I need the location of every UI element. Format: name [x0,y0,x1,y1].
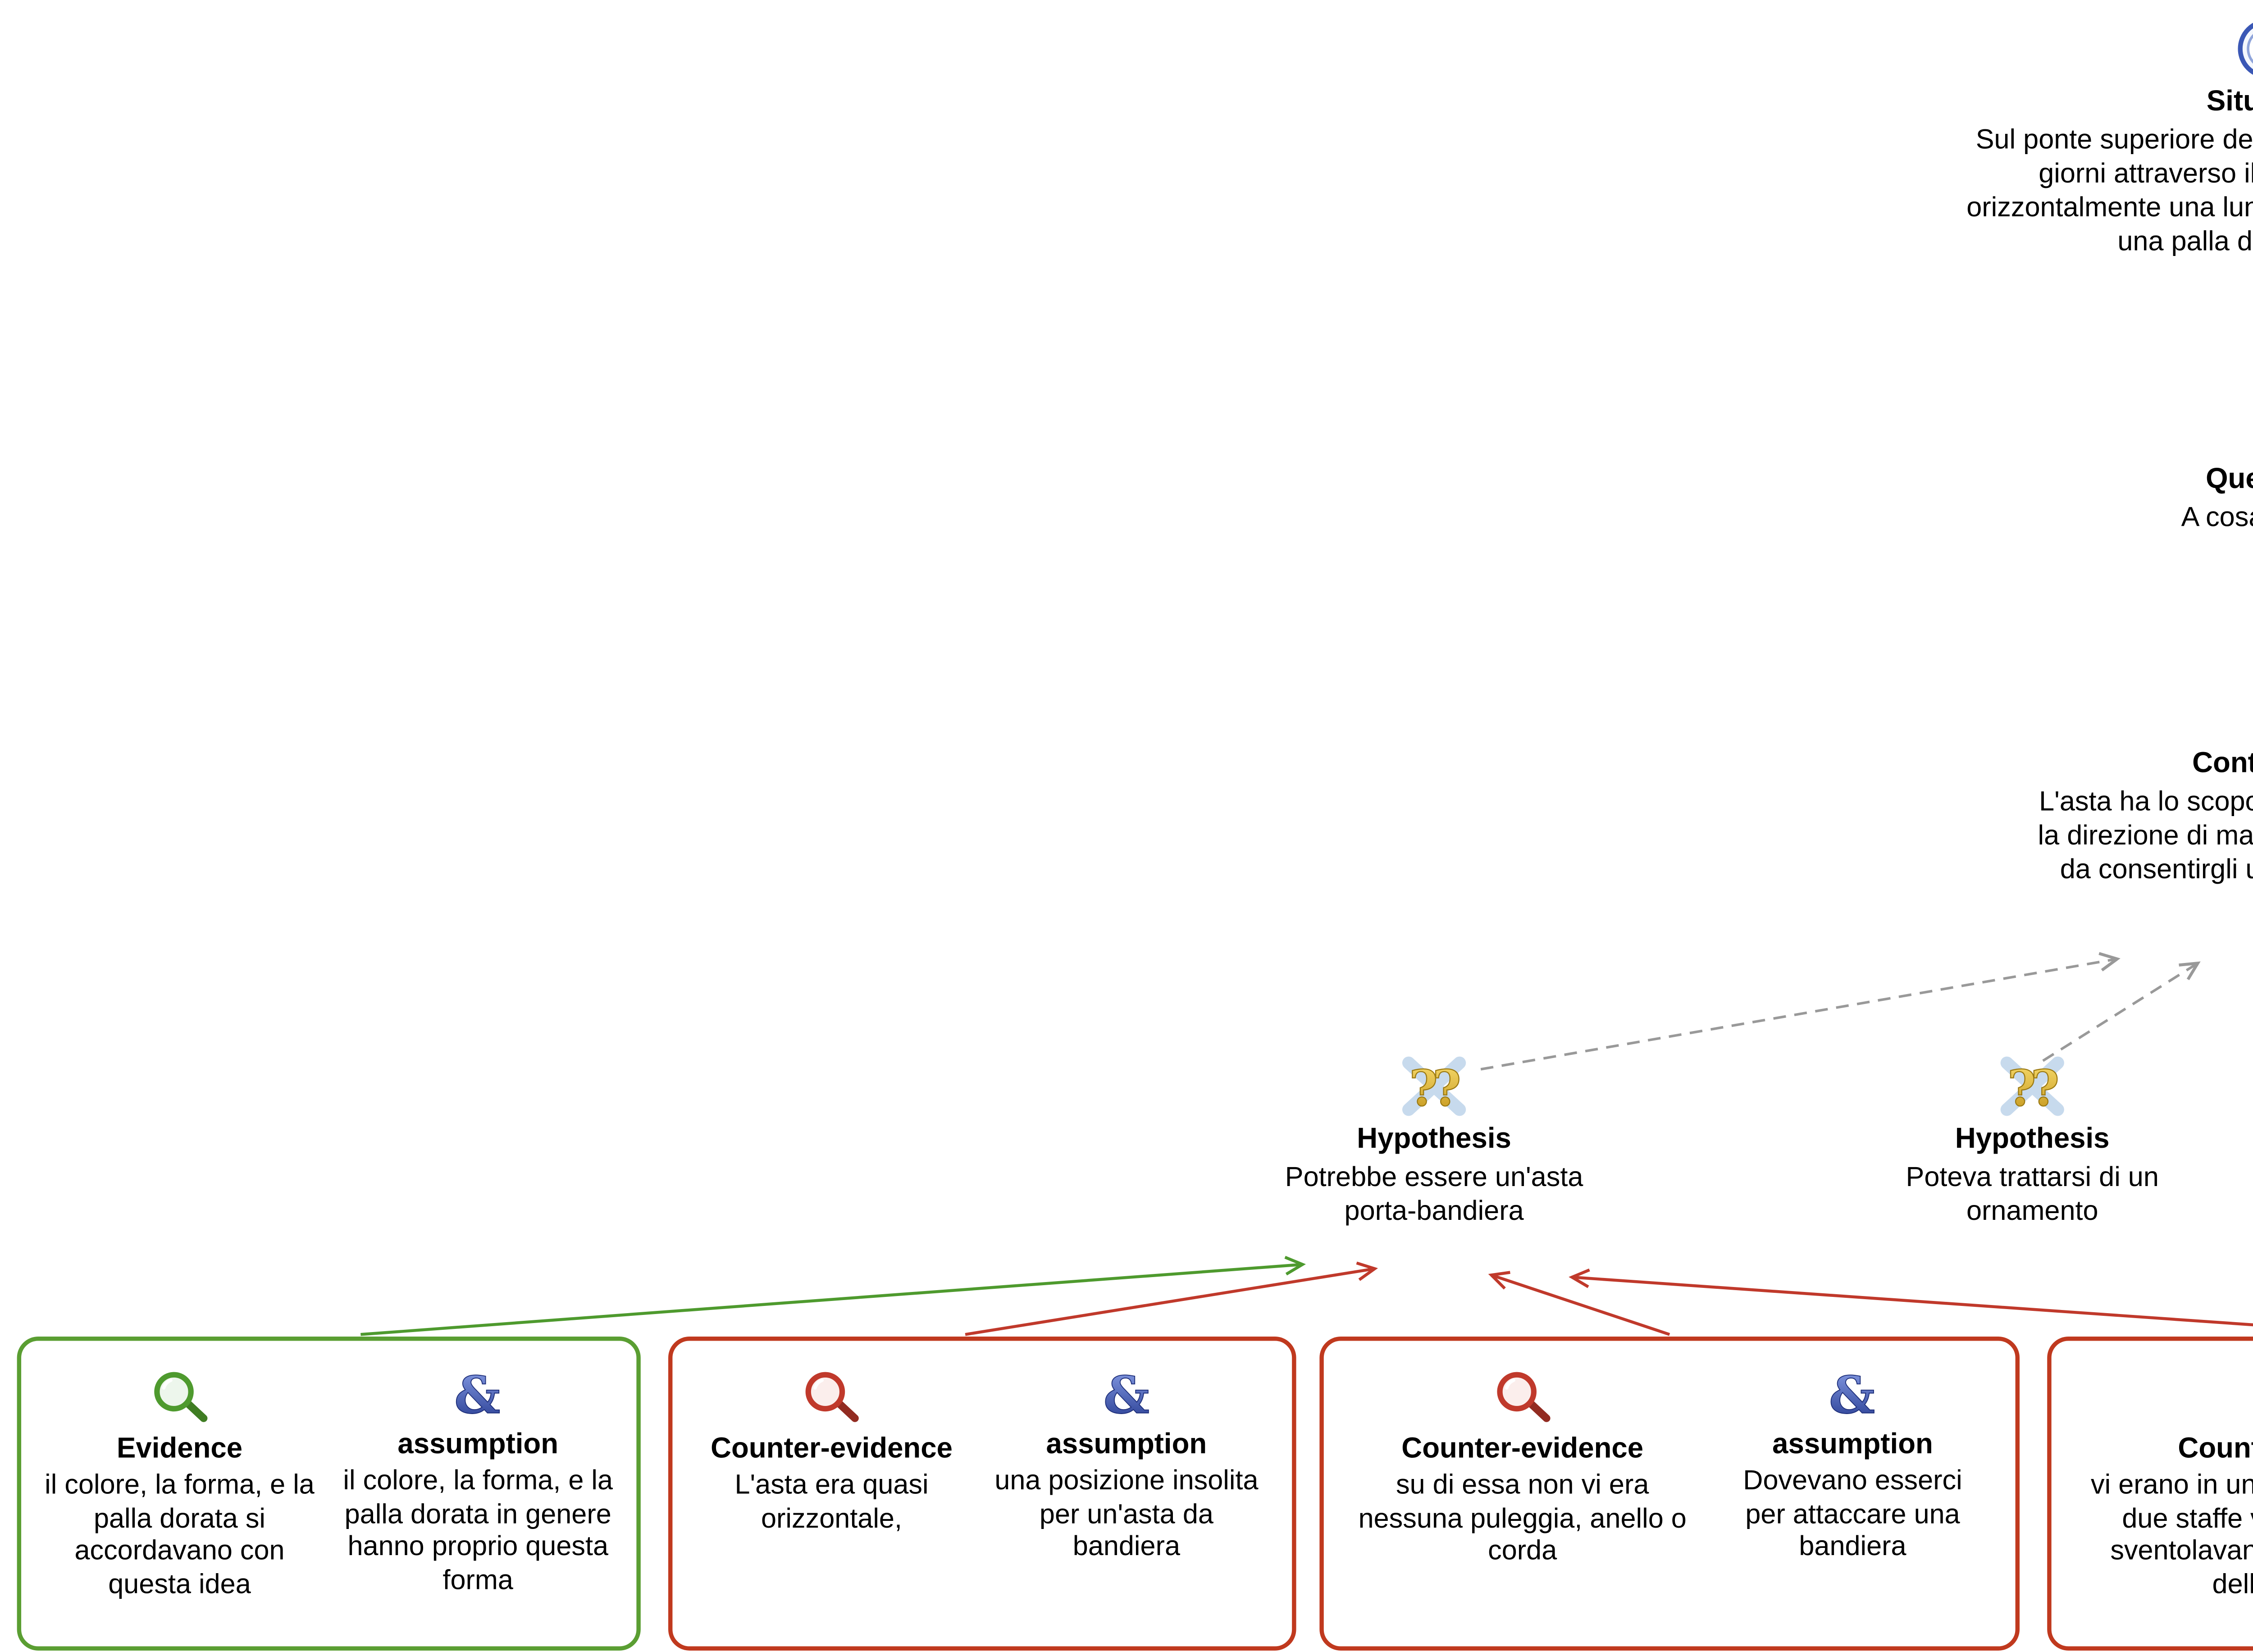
magnifier-green-icon [153,1372,207,1422]
counter-evidence-item[interactable]: Counter-evidence su di essa non vi era n… [1355,1369,1690,1568]
counter-evidence-label: Counter-evidence [1401,1432,1644,1464]
svg-text:?: ? [1409,1059,1437,1117]
contention-node[interactable]: Contention L'asta ha lo scopo di indicar… [2034,679,2253,886]
counter-evidence-group-1[interactable]: Counter-evidence L'asta era quasi orizzo… [668,1337,1296,1651]
contention-text: L'asta ha lo scopo di indicare al pilota… [2038,785,2253,884]
contention-label: Contention [2192,747,2253,779]
question-node[interactable]: ? Question A cosa serve? [2140,395,2253,534]
counter-evidence-group-3[interactable]: Counter-evidence vi erano in un'altra pa… [2047,1337,2253,1651]
ampersand-icon: & [1829,1369,1876,1424]
counter-evidence-item[interactable]: Counter-evidence L'asta era quasi orizzo… [702,1369,961,1534]
ampersand-icon: & [455,1369,502,1424]
hypothesis-node-1[interactable]: ? ? Hypothesis Potrebbe essere un'asta p… [1264,1054,1604,1228]
situation-node[interactable]: Situation Sul ponte superiore del ferryb… [1950,17,2253,258]
arrow-evidence-to-hypothesis1 [360,1255,1306,1336]
assumption-label: assumption [1772,1428,1933,1460]
assumption-label: assumption [397,1428,559,1460]
hypothesis-label: Hypothesis [1955,1122,2110,1155]
counter-evidence-label: Counter-evidence [2178,1432,2253,1464]
svg-text:&: & [1104,1369,1149,1424]
arrow-hypothesis1-to-contention [1480,952,2121,1071]
svg-text:?: ? [2250,395,2253,458]
assumption-text: Dovevano esserci per attaccare una bandi… [1743,1464,1962,1562]
counter-evidence-text: vi erano in un'altra parte del ponte due… [2091,1468,2253,1599]
magnifier-red-icon [805,1372,859,1422]
double-question-icon: ? ? [1402,1056,1466,1118]
arrow-counterevidence2-to-hypothesis1 [1488,1271,1670,1336]
situation-text: Sul ponte superiore del ferryboat sul qu… [1966,123,2253,256]
svg-text:?: ? [2007,1059,2036,1117]
evidence-item[interactable]: Evidence il colore, la forma, e la palla… [40,1369,319,1601]
svg-text:&: & [1830,1369,1876,1424]
double-question-icon: ? ? [2000,1056,2064,1118]
situation-label: Situation [2206,85,2253,117]
assumption-text: il colore, la forma, e la palla dorata i… [343,1464,613,1595]
svg-text:?: ? [1432,1059,1461,1117]
question-mark-icon: ? [2250,395,2253,458]
assumption-item[interactable]: & assumption una posizione insolita per … [991,1369,1263,1563]
evidence-group[interactable]: Evidence il colore, la forma, e la palla… [17,1337,641,1651]
question-text: A cosa serve? [2181,501,2253,533]
assumption-text: una posizione insolita per un'asta da ba… [994,1464,1259,1562]
magnifier-red-icon [1496,1372,1550,1422]
ampersand-icon: & [1103,1369,1150,1424]
arrow-hypothesis2-to-contention [2042,961,2201,1062]
counter-evidence-text: L'asta era quasi orizzontale, [734,1468,929,1533]
arrow-counterevidence1-to-hypothesis1 [965,1261,1378,1336]
arrow-counterevidence3-to-hypothesis1 [1569,1269,2253,1327]
assumption-label: assumption [1046,1428,1207,1460]
assumption-item[interactable]: & assumption il colore, la forma, e la p… [338,1369,618,1597]
counter-evidence-item[interactable]: Counter-evidence vi erano in un'altra pa… [2083,1369,2253,1601]
evidence-label: Evidence [117,1432,243,1464]
hypothesis-label: Hypothesis [1357,1122,1511,1155]
svg-text:&: & [455,1369,501,1424]
counter-evidence-label: Counter-evidence [711,1432,953,1464]
question-label: Question [2206,462,2253,494]
counter-evidence-group-2[interactable]: Counter-evidence su di essa non vi era n… [1319,1337,2020,1651]
counter-evidence-text: su di essa non vi era nessuna puleggia, … [1358,1468,1687,1566]
assumption-item[interactable]: & assumption Dovevano esserci per attacc… [1721,1369,1984,1563]
svg-text:?: ? [2031,1059,2059,1117]
play-circle-icon [2238,23,2253,75]
hypothesis-node-2[interactable]: ? ? Hypothesis Poteva trattarsi di un or… [1905,1054,2160,1228]
evidence-text: il colore, la forma, e la palla dorata s… [45,1468,315,1599]
hypothesis-text: Potrebbe essere un'asta porta-bandiera [1285,1160,1583,1226]
hypothesis-text: Poteva trattarsi di un ornamento [1906,1160,2159,1226]
